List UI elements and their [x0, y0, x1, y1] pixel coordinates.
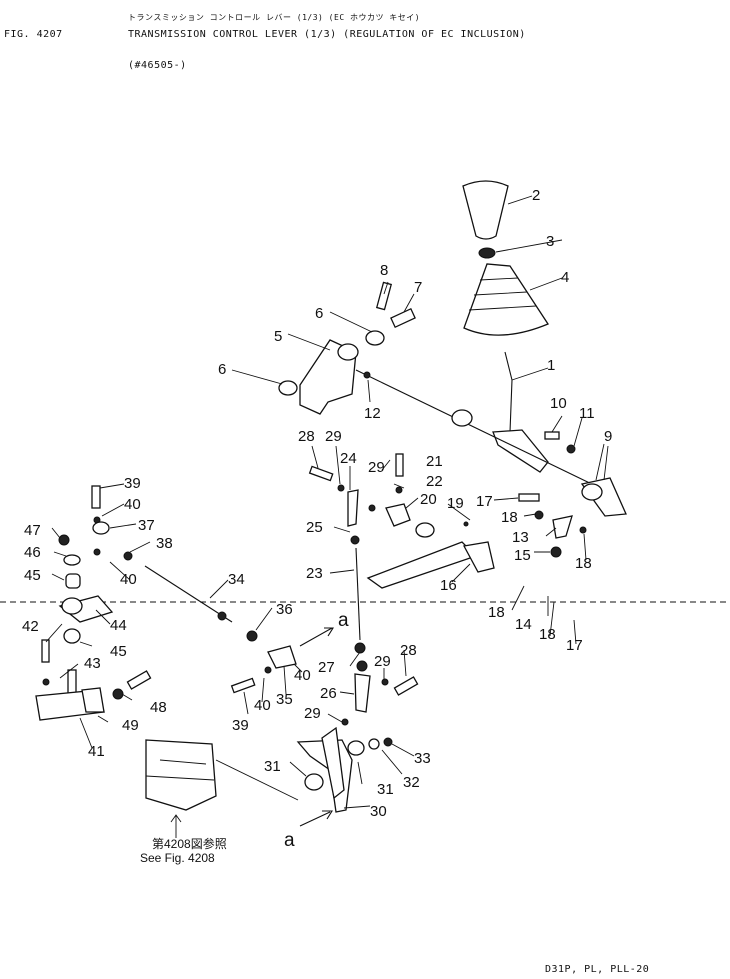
- part-label: 43: [84, 655, 101, 672]
- part-label: 8: [380, 262, 388, 279]
- part-label: 1: [547, 357, 555, 374]
- part-label: 24: [340, 450, 357, 467]
- part-label: 32: [403, 774, 420, 791]
- part-label: 11: [579, 405, 595, 422]
- part-label: 15: [514, 547, 531, 564]
- part-label: 37: [138, 517, 155, 534]
- connector-mark-upper: a: [338, 610, 349, 631]
- part-label: 9: [604, 428, 612, 445]
- part-label: 40: [120, 571, 137, 588]
- part-label: 49: [122, 717, 139, 734]
- part-label: 38: [156, 535, 173, 552]
- part-label: 42: [22, 618, 39, 635]
- part-label: 45: [24, 567, 41, 584]
- part-label: 10: [550, 395, 567, 412]
- part-label: 34: [228, 571, 245, 588]
- part-label: 7: [414, 279, 422, 296]
- part-label: 22: [426, 473, 443, 490]
- part-label: 30: [370, 803, 387, 820]
- part-label: 29: [374, 653, 391, 670]
- part-label: 25: [306, 519, 323, 536]
- part-label: 41: [88, 743, 105, 760]
- part-label: 18: [539, 626, 556, 643]
- part-label: 17: [566, 637, 583, 654]
- part-label: 44: [110, 617, 127, 634]
- part-label: 47: [24, 522, 41, 539]
- footer-model: D31P, PL, PLL-20: [545, 964, 650, 975]
- part-label: 29: [368, 459, 385, 476]
- part-label: 28: [400, 642, 417, 659]
- part-label: 14: [515, 616, 532, 633]
- reference-note-en: See Fig. 4208: [140, 851, 215, 865]
- part-label: 40: [294, 667, 311, 684]
- part-label: 12: [364, 405, 381, 422]
- part-label: 40: [254, 697, 271, 714]
- part-label: 23: [306, 565, 323, 582]
- part-label: 31: [264, 758, 281, 775]
- part-label: 19: [447, 495, 464, 512]
- part-label: 39: [124, 475, 141, 492]
- part-label: 17: [476, 493, 493, 510]
- part-label: 18: [501, 509, 518, 526]
- part-label: 40: [124, 496, 141, 513]
- part-label: 2: [532, 187, 540, 204]
- part-label: 46: [24, 544, 41, 561]
- figure-title: TRANSMISSION CONTROL LEVER (1/3) (REGULA…: [128, 29, 526, 40]
- part-label: 33: [414, 750, 431, 767]
- part-label: 20: [420, 491, 437, 508]
- part-label: 16: [440, 577, 457, 594]
- part-label: 13: [512, 529, 529, 546]
- header-kana-line: トランスミッション コントロール レバー (1/3) (EC ホウカツ キセイ): [128, 13, 421, 22]
- part-label: 36: [276, 601, 293, 618]
- part-label: 18: [488, 604, 505, 621]
- part-label: 48: [150, 699, 167, 716]
- part-label: 3: [546, 233, 554, 250]
- part-label: 6: [218, 361, 226, 378]
- part-label: 27: [318, 659, 335, 676]
- part-label: 31: [377, 781, 394, 798]
- part-label: 39: [232, 717, 249, 734]
- serial-range: (#46505-): [128, 60, 187, 71]
- part-label: 21: [426, 453, 443, 470]
- part-label: 28: [298, 428, 315, 445]
- part-label: 6: [315, 305, 323, 322]
- part-label: 18: [575, 555, 592, 572]
- figure-number: FIG. 4207: [4, 29, 63, 40]
- connector-mark-lower: a: [284, 830, 295, 851]
- part-label: 35: [276, 691, 293, 708]
- reference-note-jp: 第4208図参照: [152, 836, 227, 851]
- part-label: 45: [110, 643, 127, 660]
- part-label: 29: [325, 428, 342, 445]
- part-label: 5: [274, 328, 282, 345]
- part-label: 26: [320, 685, 337, 702]
- part-label: 4: [561, 269, 569, 286]
- part-label: 29: [304, 705, 321, 722]
